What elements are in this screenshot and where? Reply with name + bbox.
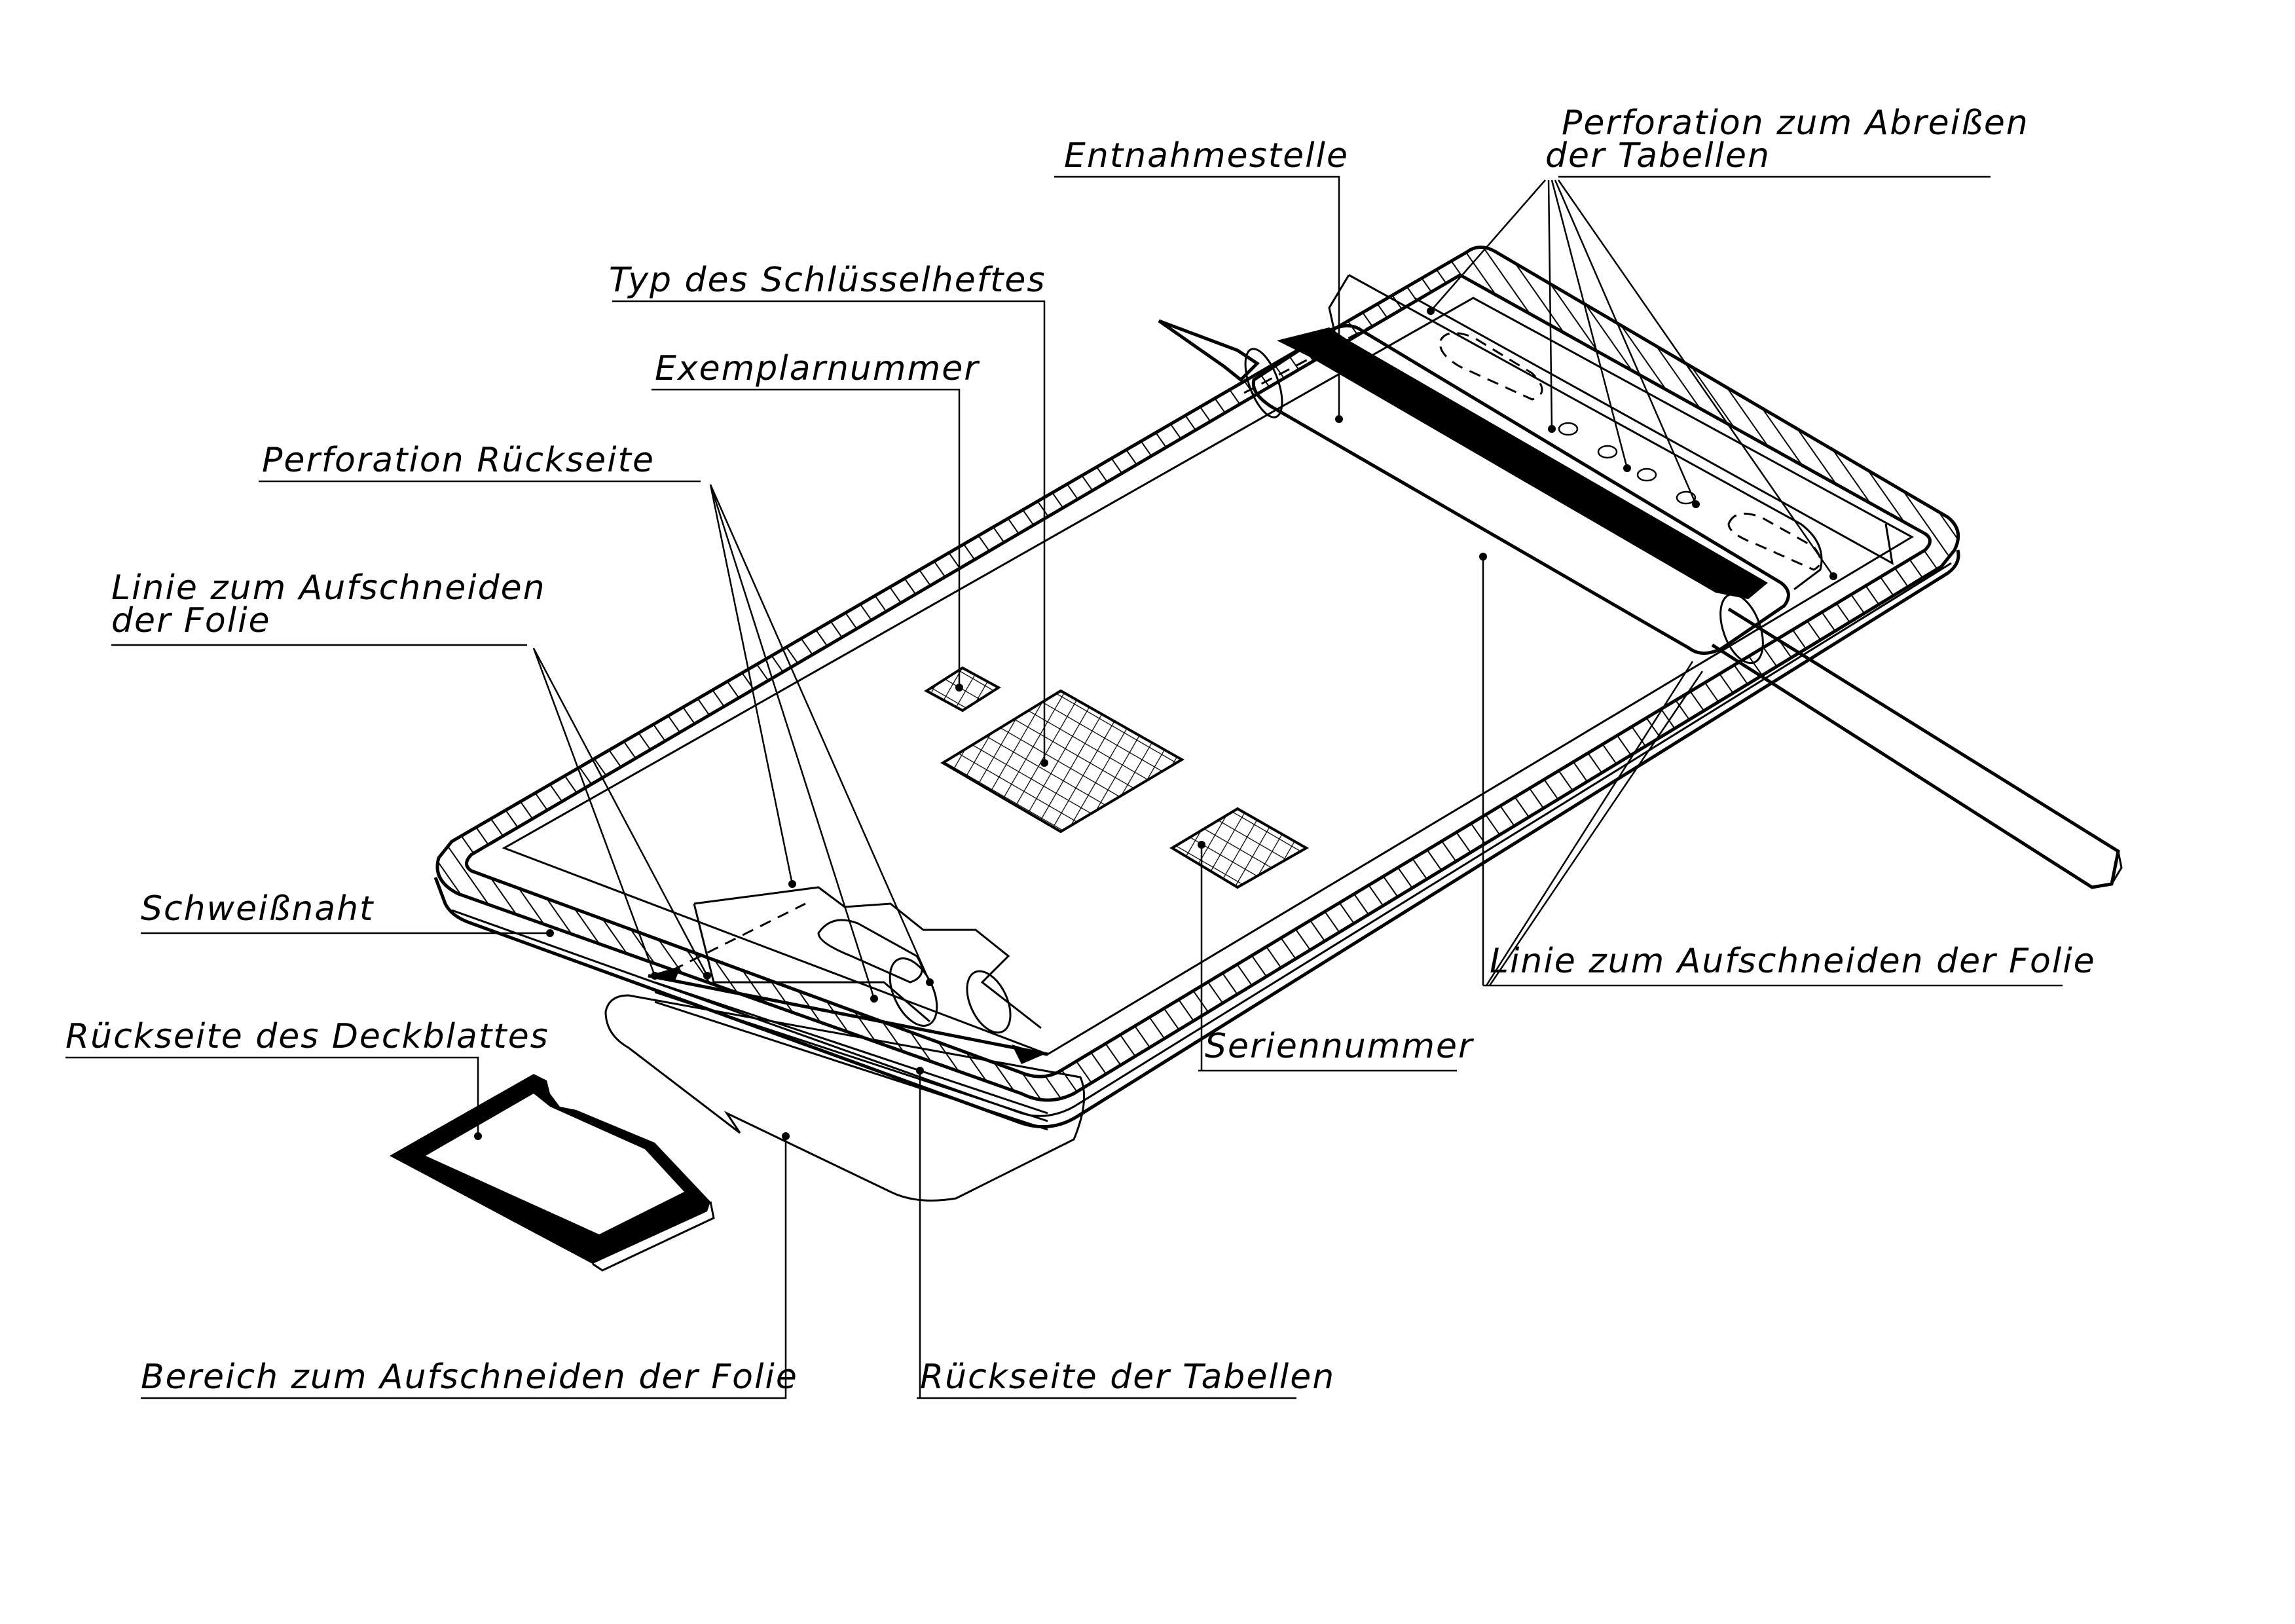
rolled-foil	[1251, 324, 1790, 655]
front-foil-flap	[693, 886, 1042, 1029]
labels: Perforation zum Abreißen der Tabellen En…	[65, 103, 2096, 1397]
booklet-outline	[502, 297, 1915, 1056]
label-seriennummer: Seriennummer	[1205, 1027, 1475, 1066]
bracket-area	[604, 994, 1086, 1202]
front-cutting-detail	[604, 886, 1086, 1202]
tape-strip	[1277, 327, 1768, 599]
pencil-icon	[1158, 274, 2123, 889]
front-cut-line	[648, 974, 1048, 1056]
foil-package	[433, 246, 1960, 1131]
label-linie-left-2: der Folie	[111, 601, 271, 640]
label-bereich: Bereich zum Aufschneiden der Folie	[141, 1357, 798, 1397]
back-cover-sheet	[390, 1074, 715, 1272]
number-fields	[924, 666, 1310, 889]
label-linie-left-1: Linie zum Aufschneiden	[111, 568, 546, 608]
foil-flap	[1328, 274, 1823, 591]
typ-field	[940, 689, 1184, 834]
label-perforation-tables-1: Perforation zum Abreißen	[1562, 103, 2029, 143]
label-typ: Typ des Schlüsselheftes	[609, 261, 1046, 300]
label-perforation-tables-2: der Tabellen	[1545, 136, 1771, 175]
weld-seam-band	[435, 246, 1960, 1102]
pencil-tip	[1158, 319, 1260, 382]
label-schweissnaht: Schweißnaht	[141, 889, 374, 929]
label-exemplarnummer: Exemplarnummer	[655, 349, 980, 388]
label-rueckseite-deckblatt: Rückseite des Deckblattes	[65, 1017, 549, 1056]
package-lower-edge	[433, 549, 1960, 1129]
leader-lines	[65, 175, 2063, 1399]
label-entnahmestelle: Entnahmestelle	[1064, 136, 1349, 175]
table-perforations	[1414, 297, 1894, 571]
label-linie-right: Linie zum Aufschneiden der Folie	[1490, 942, 2096, 981]
booklet-edge-lower	[654, 981, 1048, 1131]
seriennummer-field	[1169, 807, 1310, 889]
label-rueckseite-tabellen: Rückseite der Tabellen	[920, 1357, 1335, 1397]
label-perforation-rueckseite: Perforation Rückseite	[262, 441, 655, 480]
